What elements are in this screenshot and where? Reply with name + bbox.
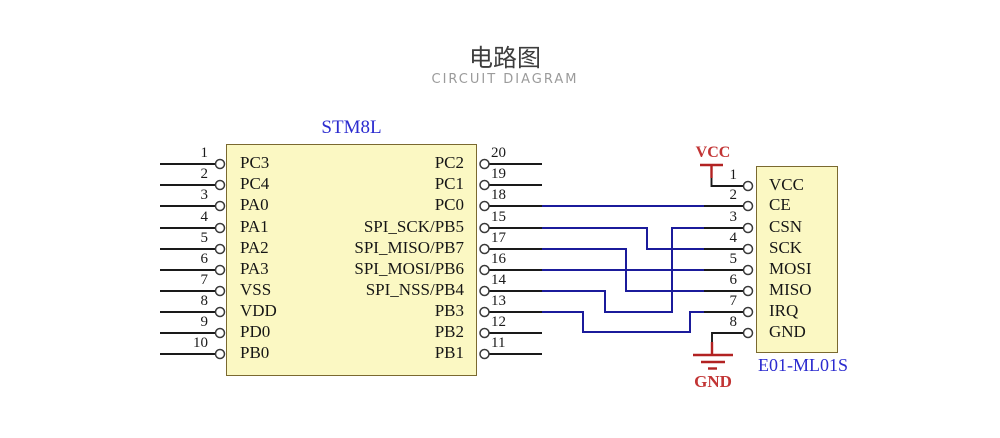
- pin-number: 10: [193, 335, 208, 351]
- pin-number: 18: [491, 187, 506, 203]
- pin-number: 8: [729, 314, 738, 330]
- pin-label: PA3: [240, 259, 269, 278]
- pin-number: 19: [491, 166, 506, 182]
- pin-number: 12: [491, 314, 506, 330]
- stm8l-chip-title: STM8L: [321, 117, 382, 138]
- wire-sck-to-sck: [542, 227, 704, 250]
- pin-number: 3: [729, 209, 738, 225]
- pin-number: 20: [491, 145, 506, 161]
- vcc-symbol: [700, 163, 744, 187]
- pin-label: IRQ: [769, 301, 799, 320]
- e01-pin-stubs: [704, 205, 744, 313]
- stm8l-left-pin-circles: [214, 158, 226, 360]
- pin-label: CSN: [769, 217, 803, 236]
- pin-number: 15: [491, 209, 506, 225]
- pin-number: 1: [729, 167, 738, 183]
- pin-number: 1: [200, 145, 209, 161]
- pin-label: PC3: [240, 153, 270, 172]
- pin-label: PC1: [434, 174, 464, 193]
- pin-label: PB3: [434, 301, 464, 320]
- stm8l-left-pin-stubs: [160, 163, 216, 355]
- pin-label: PA1: [240, 217, 269, 236]
- e01-chip-title: E01-ML01S: [758, 355, 848, 375]
- pin-number: 6: [729, 272, 738, 288]
- pin-number: 4: [729, 230, 738, 246]
- pin-label: MISO: [769, 280, 812, 299]
- wire-pb3-to-irq: [542, 311, 704, 333]
- pin-number: 16: [491, 251, 506, 267]
- pin-label: SPI_SCK/PB5: [363, 217, 464, 236]
- pin-number: 2: [200, 166, 209, 182]
- pin-number: 6: [200, 251, 209, 267]
- pin-label: PD0: [240, 322, 271, 341]
- e01-chip-body: [756, 166, 838, 353]
- pin-label: CE: [769, 195, 791, 214]
- pin-label: VCC: [769, 175, 804, 194]
- pin-label: VDD: [240, 301, 277, 320]
- vcc-rail-label: VCC: [695, 144, 731, 161]
- net-wires: [542, 205, 704, 333]
- stm8l-right-pin-stubs: [489, 163, 542, 355]
- pin-label: PA2: [240, 238, 269, 257]
- pin-number: 9: [200, 314, 209, 330]
- pin-number: 2: [729, 187, 738, 203]
- stm8l-right-pin-circles: [479, 158, 490, 360]
- page-title: 电路图: [469, 44, 541, 72]
- pin-number: 7: [200, 272, 209, 288]
- stm8l-chip-body: [226, 144, 477, 376]
- pin-number: 14: [491, 272, 506, 288]
- pin-label: SPI_MISO/PB7: [354, 238, 464, 257]
- pin-number: 5: [200, 230, 209, 246]
- pin-number: 17: [491, 230, 506, 246]
- pin-number: 11: [491, 335, 506, 351]
- pin-label: SPI_NSS/PB4: [365, 280, 464, 299]
- gnd-symbol: [693, 332, 744, 370]
- pin-number: 4: [200, 209, 209, 225]
- pin-number: 3: [200, 187, 209, 203]
- pin-label: PC0: [434, 195, 464, 214]
- pin-label: PA0: [240, 195, 269, 214]
- pin-number: 7: [729, 293, 738, 309]
- pin-number: 13: [491, 293, 506, 309]
- pin-label: PB1: [434, 343, 464, 362]
- pin-number: 8: [200, 293, 209, 309]
- gnd-rail-label: GND: [694, 372, 732, 391]
- pin-label: PC2: [434, 153, 464, 172]
- pin-label: PB2: [434, 322, 464, 341]
- wire-nss-to-csn: [542, 227, 704, 313]
- e01-pin-circles: [742, 180, 754, 339]
- pin-label: VSS: [240, 280, 272, 299]
- pin-label: SPI_MOSI/PB6: [354, 259, 464, 278]
- pin-label: SCK: [769, 238, 803, 257]
- pin-label: GND: [769, 322, 806, 341]
- pin-label: PB0: [240, 343, 270, 362]
- pin-number: 5: [729, 251, 738, 267]
- pin-label: PC4: [240, 174, 270, 193]
- pin-label: MOSI: [769, 259, 812, 278]
- page-subtitle: CIRCUIT DIAGRAM: [431, 72, 579, 87]
